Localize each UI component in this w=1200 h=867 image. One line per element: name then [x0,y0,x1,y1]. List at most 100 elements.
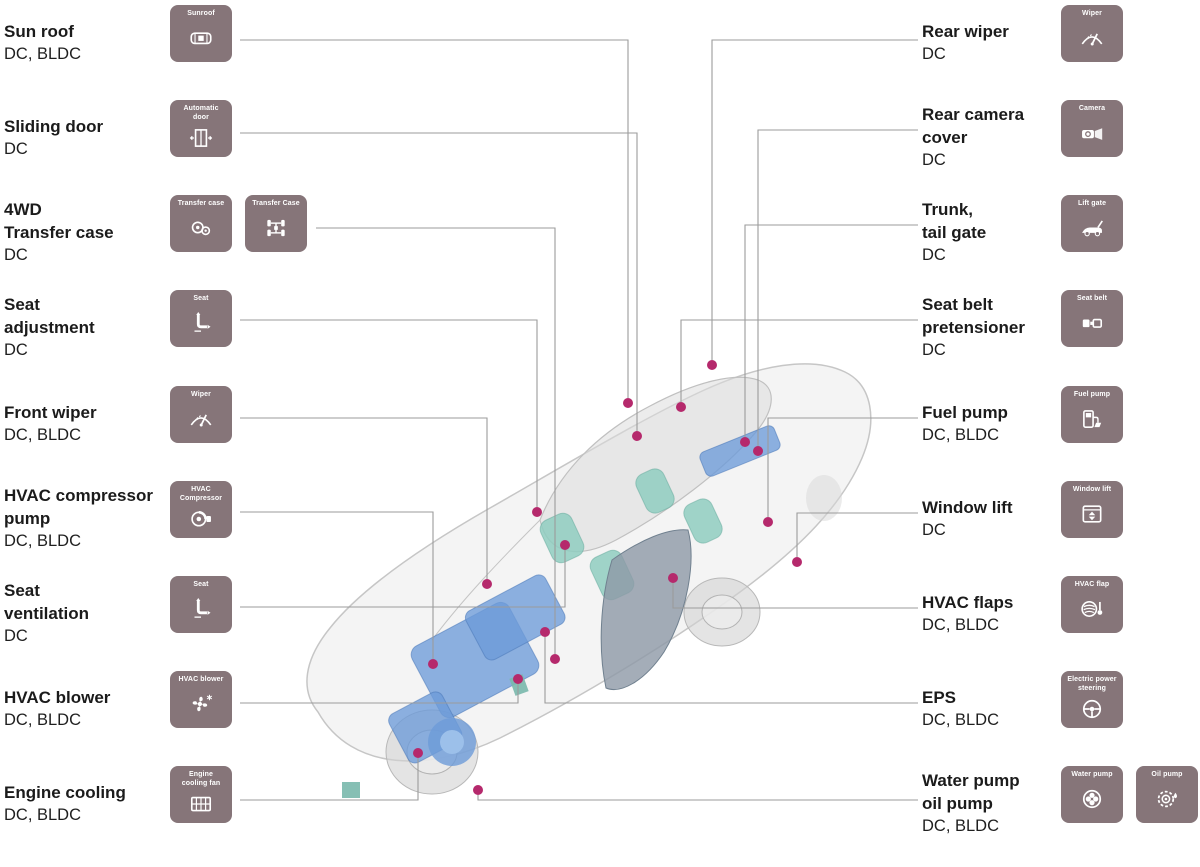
dot-rear-camera-cover [753,446,763,456]
cabin-module [509,674,529,696]
connector-dots [413,360,802,795]
dot-seat-ventilation [560,540,570,550]
camera-icon: Camera [1061,100,1123,157]
feature-seat-ventilation: Seat ventilation DC Seat [4,576,324,645]
connector-seat-belt-pretensioner [680,319,918,402]
hvac-compressor-icon: HVAC Compressor [170,481,232,538]
compressor-glyph [188,506,214,532]
fuelpump-glyph [1079,406,1105,432]
dot-rear-wiper [707,360,717,370]
dot-sun-roof [623,398,633,408]
feature-motor-types: DC, BLDC [4,805,82,824]
connector-lines [240,39,918,801]
cooling-fan-hub [440,730,464,754]
feature-motor-types: DC, BLDC [4,44,82,63]
liftgate-glyph [1079,215,1105,241]
wiper-glyph [188,406,214,432]
feature-motor-types: DC, BLDC [4,425,82,444]
wiper-glyph [1079,25,1105,51]
connector-rear-wiper [711,39,918,360]
rear-wheel [683,577,761,647]
dot-engine-cooling [413,748,423,758]
feature-sun-roof: Sun roof DC, BLDC Sunroof [4,5,324,63]
rear-wheel-hub [701,594,743,630]
hvacflap-glyph [1079,596,1105,622]
dot-seat-adjustment [532,507,542,517]
front-wiper-icon: Wiper [170,386,232,443]
feature-motor-types: DC [922,246,946,264]
seats [539,468,723,601]
feature-motor-types: DC [922,151,946,169]
dot-window-lift [792,557,802,567]
transfer-case-icon: Transfer case [170,195,232,252]
dot-fuel-pump [763,517,773,527]
window-lift-icon: Window lift [1061,481,1123,538]
water-pump-icon: Water pump [1061,766,1123,823]
connector-4wd-transfer-case [316,227,556,654]
feature-title: Sliding door [4,116,104,136]
feature-hvac-compressor-pump: HVAC compressor pump DC, BLDC HVAC Compr… [4,481,324,550]
fuel-pump-icon: Fuel pump [1061,386,1123,443]
feature-title: Fuel pump [922,402,1008,422]
feature-front-wiper: Front wiper DC, BLDC Wiper [4,386,324,444]
engine-assembly [388,425,781,764]
connector-trunk-tail-gate [744,224,918,437]
feature-seat-adjustment: Seat adjustment DC Seat [4,290,324,359]
feature-motor-types: DC [4,139,28,158]
car-roof [539,376,772,553]
feature-4wd-transfer-case: 4WD Transfer case DC Transfer case Trans… [4,195,324,264]
dot-4wd-transfer-case [550,654,560,664]
camera-glyph [1079,120,1105,146]
hvac-blower-icon: HVAC blower [170,671,232,728]
feature-title: Seat belt pretensioner [922,295,1025,337]
seat-glyph [188,596,214,622]
feature-title: Rear camera cover [922,105,1025,147]
seatbelt-glyph [1079,310,1105,336]
seat-adjustment-icon: Seat [170,290,232,347]
rear-wiper-icon: Wiper [1061,5,1123,62]
feature-motor-types: DC [4,246,28,264]
feature-sliding-door: Sliding door DC Automatic door [4,100,324,158]
feature-motor-types: DC [922,44,946,63]
transfer-case-4wd-icon: Transfer Case [245,195,307,252]
feature-title: Water pump oil pump [922,771,1020,813]
feature-window-lift: Window lift DC Window lift [922,481,1198,539]
feature-title: HVAC compressor pump [4,486,153,528]
feature-seat-belt-pretensioner: Seat belt pretensioner DC Seat belt [922,290,1198,359]
seat-belt-icon: Seat belt [1061,290,1123,347]
dot-water-oil-pump [473,785,483,795]
dot-seat-belt-pretensioner [676,402,686,412]
feature-title: EPS [922,687,957,707]
feature-rear-camera-cover: Rear camera cover DC Camera [922,100,1198,169]
front-wheel [385,709,479,795]
seat-glyph [188,310,214,336]
car-illustration [306,363,872,798]
sunroof-icon: Sunroof [170,5,232,62]
feature-title: 4WD Transfer case [4,200,114,242]
feature-title: Engine cooling [4,782,126,802]
lift-gate-icon: Lift gate [1061,195,1123,252]
open-door [600,529,692,690]
feature-title: Seat ventilation [4,581,90,623]
seat-ventilation-icon: Seat [170,576,232,633]
feature-title: Rear wiper [922,21,1009,41]
oilpump-glyph [1154,786,1180,812]
feature-rear-wiper: Rear wiper DC Wiper [922,5,1198,63]
connector-rear-camera-cover [757,129,918,446]
transfer-case-glyph [188,215,214,241]
dot-eps [540,627,550,637]
dot-hvac-compressor [428,659,438,669]
feature-water-oil-pump: Water pump oil pump DC, BLDC Water pump … [922,766,1198,835]
far-rear-wheel [806,475,842,521]
connector-window-lift [796,512,918,557]
feature-title: Trunk, tail gate [922,200,987,242]
oil-pump-icon: Oil pump [1136,766,1198,823]
feature-hvac-blower: HVAC blower DC, BLDC HVAC blower [4,671,324,729]
feature-engine-cooling: Engine cooling DC, BLDC Engine cooling f… [4,766,324,824]
feature-motor-types: DC, BLDC [922,817,1000,835]
feature-hvac-flaps: HVAC flaps DC, BLDC HVAC flap [922,576,1198,634]
feature-motor-types: DC, BLDC [922,710,1000,729]
steering-wheel-glyph [1079,696,1105,722]
feature-motor-types: DC [4,627,28,645]
